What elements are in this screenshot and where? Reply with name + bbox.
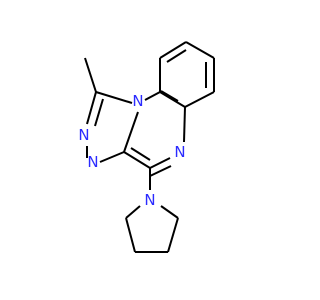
bond-c3a-c4-double (130, 147, 151, 161)
bond-n3-c3a (99, 151, 125, 163)
bond-c-bottom-right-c-right (167, 217, 179, 253)
bond-c-left-c-bottom-left (125, 217, 136, 253)
bond-c-right-npyr (160, 205, 179, 219)
bond-c9-c8-double (166, 49, 187, 63)
bond-c5a-c9a (159, 91, 186, 108)
atom-n-triazole-bottom: N (87, 153, 98, 171)
molecule-structure: N N N N N (78, 41, 215, 253)
bond-c1-n2 (86, 91, 97, 125)
bond-c3a-c4 (123, 151, 151, 169)
bond-c8-c7 (185, 41, 215, 59)
bond-n-bridge-c3a (123, 111, 139, 153)
atom-n-pyrrolidine: N (144, 191, 155, 209)
bond-c4-n5-double (149, 165, 172, 177)
bond-npyr-c-left (125, 205, 141, 219)
atom-n-quinoxaline: N (174, 143, 185, 161)
bond-c6-c5a (184, 91, 215, 108)
bond-c1-n2-double (94, 98, 104, 127)
bond-c9-c8 (159, 41, 187, 59)
bond-methyl (84, 57, 97, 93)
bond-n5-c5a (183, 106, 186, 143)
bond-c9a-n-bridge (144, 91, 161, 101)
atom-n-bridgehead: N (132, 92, 143, 110)
bond-c4-n5 (149, 157, 171, 169)
bond-c1-n-bridge (95, 91, 133, 104)
atom-n-triazole-left: N (78, 126, 89, 144)
bond-c5a-c9a-inner (160, 90, 179, 102)
